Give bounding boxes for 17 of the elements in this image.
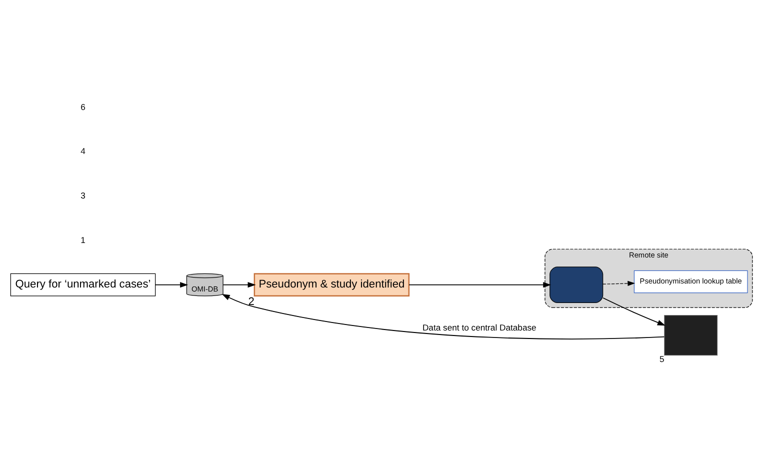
arrow (408, 282, 552, 288)
arrow (222, 282, 256, 288)
label: 6 (80, 102, 86, 112)
label: 1 (80, 234, 86, 245)
label: 4 (80, 146, 86, 156)
edge-label: Data sent to central Database (422, 322, 536, 332)
arrow (222, 294, 665, 340)
arrow (602, 280, 636, 286)
node-label: 5 (660, 354, 664, 364)
arrow (602, 297, 666, 326)
node-box (664, 314, 718, 356)
label: 3 (80, 190, 86, 200)
node-label: 2 (248, 296, 254, 308)
node-box (550, 266, 604, 303)
arrow (154, 282, 188, 288)
node-box: Pseudonym & study identified (254, 273, 410, 297)
node-box: Query for ‘unmarked cases’ (10, 273, 156, 296)
